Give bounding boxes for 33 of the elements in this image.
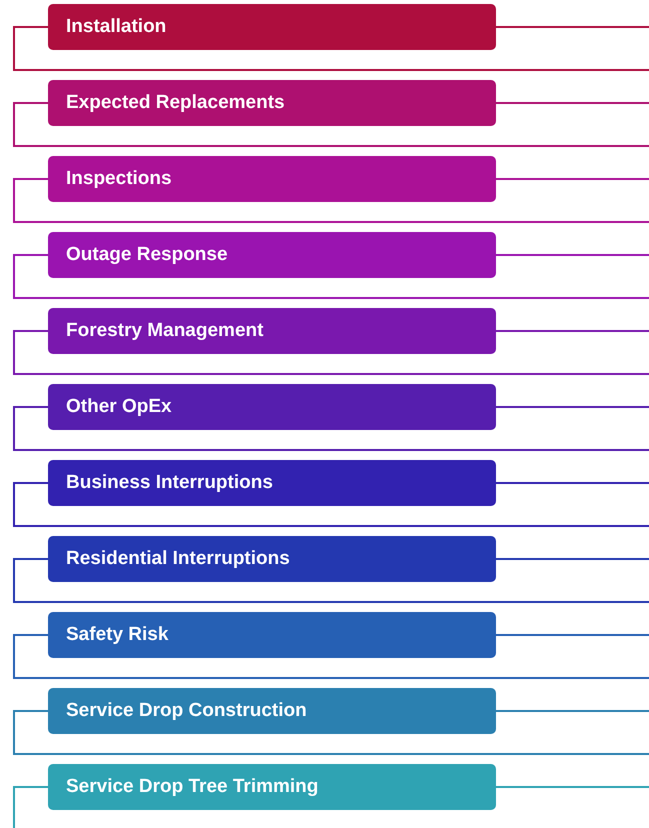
- connector-line: [496, 710, 649, 712]
- connector-line: [496, 102, 649, 104]
- connector-line: [13, 482, 649, 527]
- connector-line: [13, 102, 649, 147]
- category-box: Outage Response: [48, 232, 496, 278]
- connector-line: [13, 558, 649, 603]
- connector-line: [496, 330, 649, 332]
- connector-line: [496, 634, 649, 636]
- connector-line: [496, 482, 649, 484]
- category-box: Installation: [48, 4, 496, 50]
- connector-line: [13, 406, 649, 451]
- connector-line: [496, 26, 649, 28]
- connector-line: [496, 178, 649, 180]
- category-box: Service Drop Tree Trimming: [48, 764, 496, 810]
- category-box: Inspections: [48, 156, 496, 202]
- category-box: Residential Interruptions: [48, 536, 496, 582]
- connector-line: [13, 786, 48, 828]
- connector-line: [13, 254, 649, 299]
- connector-line: [13, 330, 649, 375]
- connector-line: [13, 634, 649, 679]
- connector-line: [13, 178, 649, 223]
- category-box: Service Drop Construction: [48, 688, 496, 734]
- category-box: Business Interruptions: [48, 460, 496, 506]
- connector-line: [13, 710, 649, 755]
- category-box: Forestry Management: [48, 308, 496, 354]
- connector-line: [13, 26, 649, 71]
- connector-line: [496, 254, 649, 256]
- connector-line: [496, 406, 649, 408]
- category-box: Other OpEx: [48, 384, 496, 430]
- category-box: Expected Replacements: [48, 80, 496, 126]
- category-box: Safety Risk: [48, 612, 496, 658]
- connector-line: [496, 558, 649, 560]
- connector-line: [496, 786, 649, 788]
